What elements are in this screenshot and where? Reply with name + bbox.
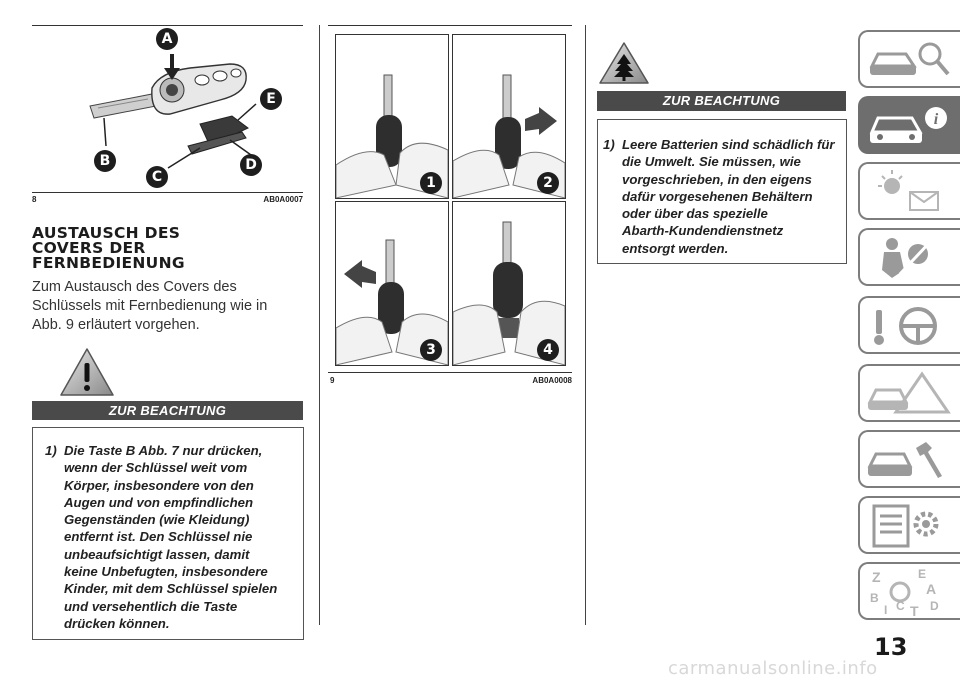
safety-airbag-icon [882,238,932,278]
heading-line: COVERS DER [32,239,146,257]
steering-start-icon [874,307,937,345]
top-rule-left [32,25,303,26]
column-divider-right [585,25,586,625]
figure-9-code: AB0A0008 [532,376,572,385]
figure-8-caption: 8 AB0A0007 [32,195,303,207]
tab-technical-data[interactable] [858,496,960,554]
svg-text:A: A [926,581,936,597]
figure-9-step-1-photo [335,34,449,199]
warning-right-item: 1) Leere Batterien sind schädlich für di… [603,136,843,260]
index-letters-icon: Z E A B I C T D [870,567,939,618]
warning-right-title: ZUR BEACHTUNG [597,91,846,111]
svg-text:C: C [896,599,905,613]
warning-left-line: drücken können. [64,615,170,631]
svg-text:Z: Z [872,569,881,585]
warning-left-line: und versehentlich die Taste [64,598,238,614]
figure-9-step-4-photo [452,201,566,366]
heading-line: FERNBEDIENUNG [32,254,185,272]
figure-9-step-2-badge: 2 [537,172,559,194]
callout-b: B [94,150,116,172]
warning-left-line: Gegenständen (wie Kleidung) [64,512,250,528]
figure-8-rule [32,192,303,193]
warning-left-item: 1) Die Taste B Abb. 7 nur drücken, wenn … [45,442,300,634]
figure-9-step-1-badge: 1 [420,172,442,194]
callout-d: D [240,154,262,176]
technical-data-icon [872,504,939,548]
figure-9-rule [328,372,572,373]
column-divider-left [319,25,320,625]
warning-left-line: Körper, insbesondere von den [64,477,254,493]
dashboard-car-icon [869,42,950,76]
warning-left-line: entfernt ist. Den Schlüssel nie [64,529,253,545]
watermark: carmanualsonline.info [668,658,878,679]
maintenance-wrench-icon [867,442,942,478]
tab-warning-lights[interactable] [858,162,960,220]
environment-tree-icon [599,42,649,84]
emergency-triangle-icon [867,371,951,414]
callout-a: A [156,28,178,50]
warning-lights-icon [878,170,939,211]
tab-maintenance[interactable] [858,430,960,488]
tab-emergency[interactable] [858,364,960,422]
warning-left-title: ZUR BEACHTUNG [32,401,303,420]
warning-right-line: oder über das spezielle [622,206,768,222]
section-body: Zum Austausch des Covers des Schlüssels … [32,278,302,335]
tab-car-info[interactable]: i [858,96,960,154]
warning-right-line: entsorgt werden. [622,240,729,256]
figure-8-number: 8 [32,195,37,204]
svg-text:B: B [870,591,879,605]
car-info-icon: i [869,107,947,143]
warning-left-box [32,427,304,640]
warning-left-line: keine Unbefugten, insbesondere [64,564,268,580]
figure-9-step-3-badge: 3 [420,339,442,361]
warning-right-box [597,119,847,264]
figure-9-step-3-photo [335,201,449,366]
warning-left-line: wenn der Schlüssel weit vom [64,460,248,476]
heading-line: AUSTAUSCH DES [32,224,181,242]
warning-left-line: unbeaufsichtigt lassen, damit [64,546,250,562]
tab-safety[interactable] [858,228,960,286]
warning-right-line: Abarth-Kundendienstnetz [622,223,784,239]
warning-left-line: Die Taste B Abb. 7 nur drücken, [64,443,263,458]
warning-left-line: Kinder, mit dem Schlüssel spielen [64,581,278,597]
svg-text:D: D [930,599,939,613]
figure-8-key-illustration [89,54,259,169]
body-line: Abb. 9 erläutert vorgehen. [32,317,200,333]
svg-text:I: I [884,603,887,617]
warning-right-line: vorgeschrieben, in den eigens [622,171,812,187]
warning-right-line: dafür vorgesehenen Behältern [622,188,813,204]
top-rule-middle [328,25,572,26]
figure-9-caption: 9 AB0A0008 [330,376,572,388]
body-line: Schlüssels mit Fernbedienung wie in [32,298,268,314]
page-number: 13 [874,633,908,661]
warning-right-line: Leere Batterien sind schädlich für [622,137,835,152]
svg-text:i: i [934,111,939,128]
warning-left-line: Augen und von empfindlichen [64,494,254,510]
svg-text:T: T [910,603,919,618]
warning-right-item-number: 1) [603,137,615,152]
section-heading: AUSTAUSCH DES COVERS DER FERNBEDIENUNG [32,224,292,272]
figure-9-number: 9 [330,376,335,385]
tab-dashboard[interactable] [858,30,960,88]
tab-index[interactable]: Z E A B I C T D [858,562,960,620]
warning-left-item-number: 1) [45,443,57,458]
callout-e: E [260,88,282,110]
warning-triangle-icon [60,348,114,396]
warning-right-line: die Umwelt. Sie müssen, wie [622,154,801,170]
svg-text:E: E [918,567,926,581]
tab-starting-driving[interactable] [858,296,960,354]
body-line: Zum Austausch des Covers des [32,279,237,295]
figure-9-step-4-badge: 4 [537,339,559,361]
callout-c: C [146,166,168,188]
figure-8-code: AB0A0007 [263,195,303,204]
